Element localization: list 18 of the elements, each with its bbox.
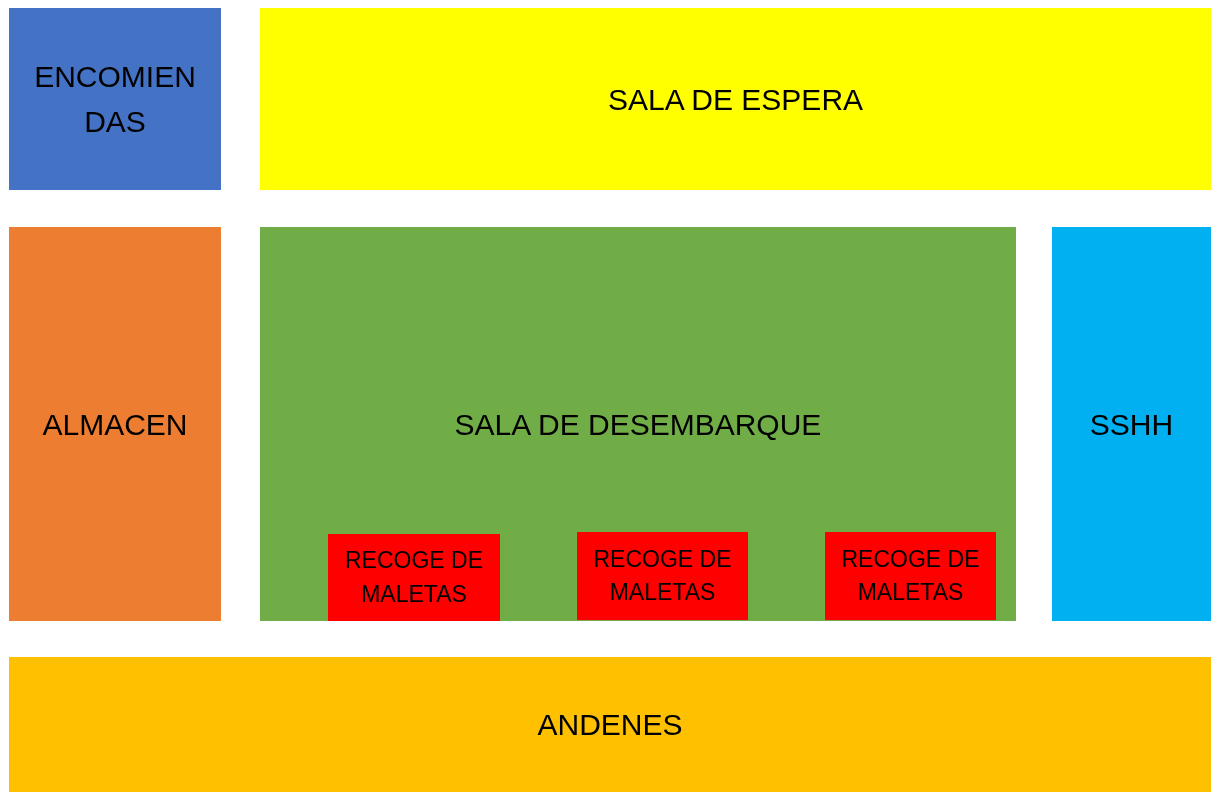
room-label: ANDENES <box>537 707 683 743</box>
baggage-claim-area <box>577 532 748 620</box>
room-label: SALA DE DESEMBARQUE <box>454 406 822 443</box>
room-label: SSHH <box>1089 406 1174 443</box>
room-area <box>260 227 1016 621</box>
room-label: SALA DE ESPERA <box>607 81 864 118</box>
room-area <box>1052 227 1211 621</box>
room-area <box>260 8 1211 190</box>
room-label: ENCOMIEN DAS <box>33 59 197 140</box>
room-label: RECOGE DE MALETAS <box>840 544 981 607</box>
baggage-claim-area <box>328 534 500 621</box>
room-area <box>9 657 1211 792</box>
room-label: RECOGE DE MALETAS <box>592 544 733 607</box>
room-area <box>9 8 221 190</box>
baggage-claim-area <box>825 532 996 620</box>
room-label: RECOGE DE MALETAS <box>344 546 484 609</box>
room-area <box>9 227 221 621</box>
room-label: ALMACEN <box>42 406 188 443</box>
